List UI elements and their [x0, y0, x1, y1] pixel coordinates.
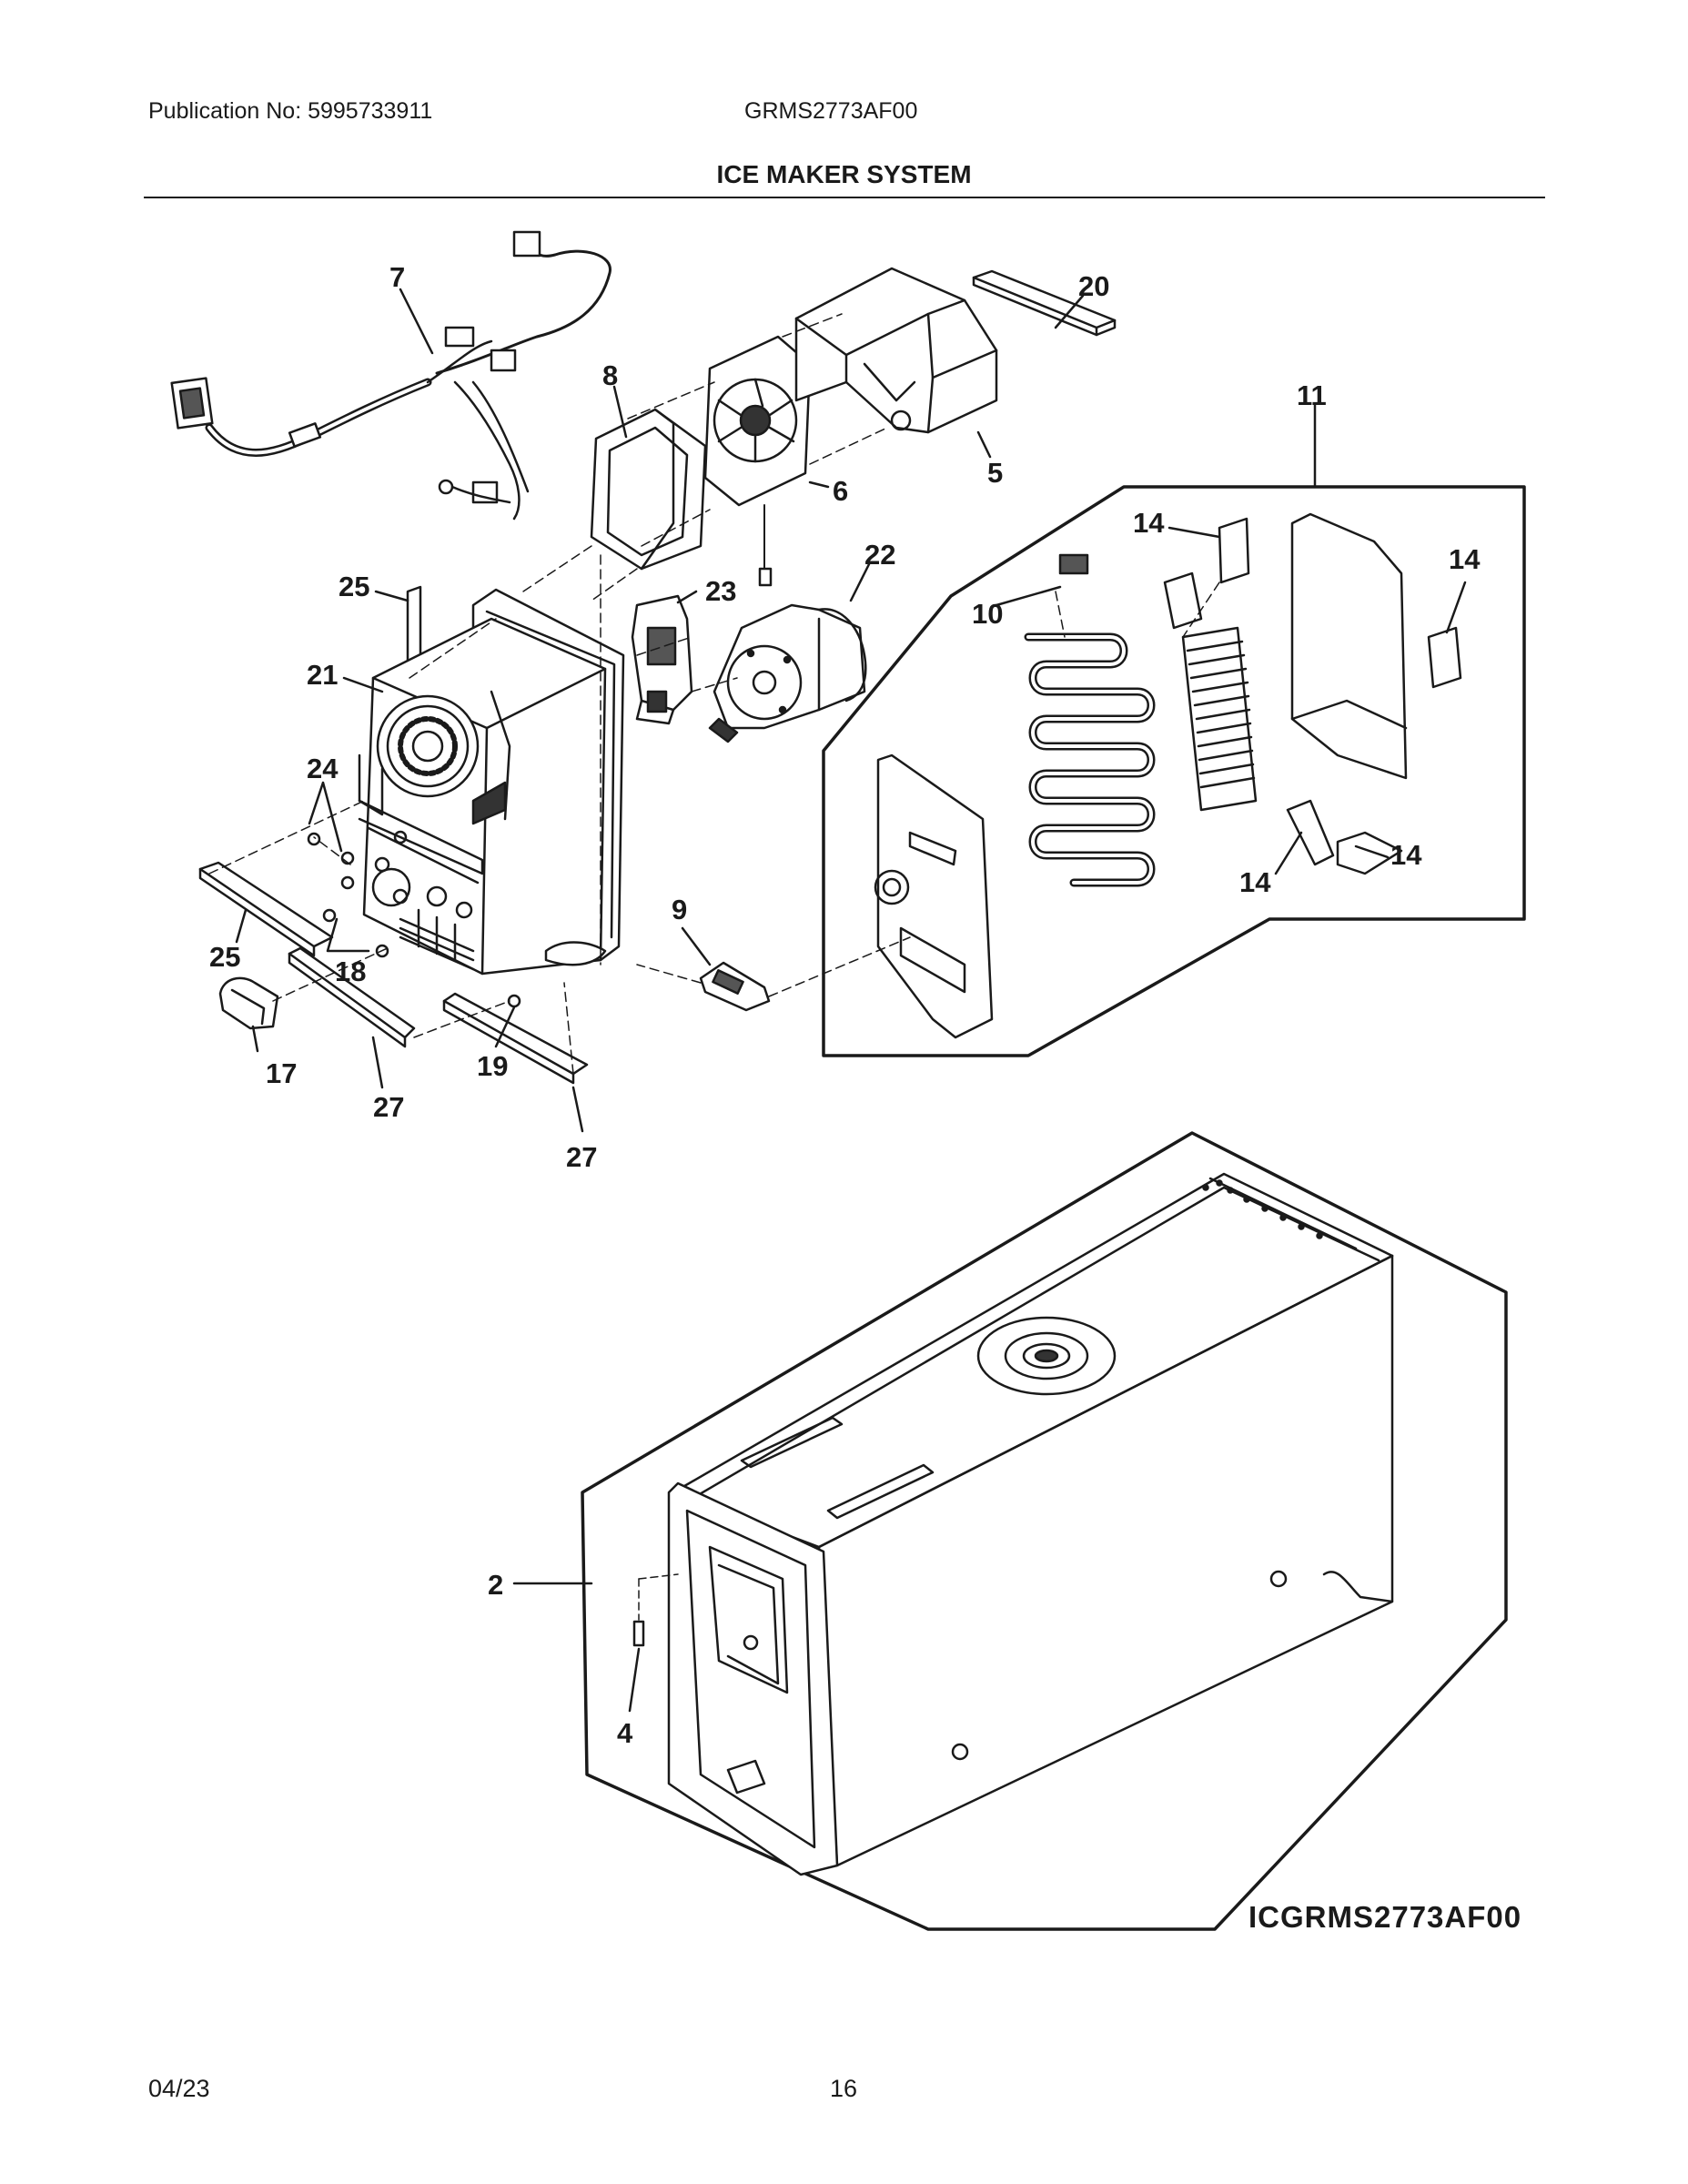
part-11-evaporator-assembly	[822, 485, 1526, 1057]
part-23-module	[631, 594, 693, 725]
alignment-lines-upper	[208, 313, 1220, 1075]
callout-18: 18	[335, 956, 366, 987]
model-number: GRMS2773AF00	[744, 98, 918, 124]
publication-number: Publication No: 5995733911	[148, 98, 433, 124]
callout-27-b: 27	[566, 1141, 597, 1173]
part-7-wire-harness	[170, 230, 612, 521]
callout-24: 24	[307, 753, 339, 784]
footer-date: 04/23	[148, 2075, 210, 2102]
callout-2: 2	[488, 1569, 503, 1601]
part-2-ice-compartment	[581, 1131, 1508, 1931]
page-title: ICE MAKER SYSTEM	[716, 160, 972, 188]
callout-labels: 7 8 6 5 20 11 25 23 22 21 24 14 14 10 14…	[209, 261, 1481, 1749]
part-5-air-duct	[794, 267, 998, 434]
part-6-fan	[703, 335, 812, 587]
header-rule	[144, 197, 1545, 198]
callout-11: 11	[1297, 379, 1327, 411]
callout-8: 8	[602, 359, 618, 391]
callout-17: 17	[266, 1057, 297, 1089]
callout-23: 23	[705, 575, 736, 607]
callout-25-upper: 25	[339, 571, 369, 602]
callout-5: 5	[987, 457, 1003, 489]
callout-9: 9	[672, 894, 687, 925]
callout-25-lower: 25	[209, 941, 240, 973]
callout-20: 20	[1078, 270, 1109, 302]
callout-6: 6	[833, 475, 848, 507]
part-9-sensor	[699, 961, 771, 1012]
part-27-strips	[288, 946, 589, 1085]
part-21-ice-maker-housing	[358, 588, 625, 976]
part-20-gasket-strip	[972, 269, 1117, 337]
page-number: 16	[830, 2075, 858, 2102]
callout-27-a: 27	[373, 1091, 404, 1123]
callout-14-d: 14	[1239, 866, 1271, 898]
part-8-fan-shroud	[590, 408, 707, 571]
callout-7: 7	[389, 261, 405, 293]
callout-21: 21	[307, 659, 338, 691]
callout-14-a: 14	[1133, 507, 1165, 539]
part-22-auger-motor	[708, 603, 867, 743]
callout-14-c: 14	[1390, 839, 1422, 871]
callout-4: 4	[617, 1717, 633, 1749]
part-17-clip	[218, 976, 279, 1030]
callout-19: 19	[477, 1050, 508, 1082]
image-code: ICGRMS2773AF00	[1248, 1900, 1522, 1934]
leader-lines	[235, 288, 1467, 1713]
callout-10: 10	[972, 598, 1003, 630]
callout-14-b: 14	[1449, 543, 1481, 575]
callout-22: 22	[864, 539, 895, 571]
